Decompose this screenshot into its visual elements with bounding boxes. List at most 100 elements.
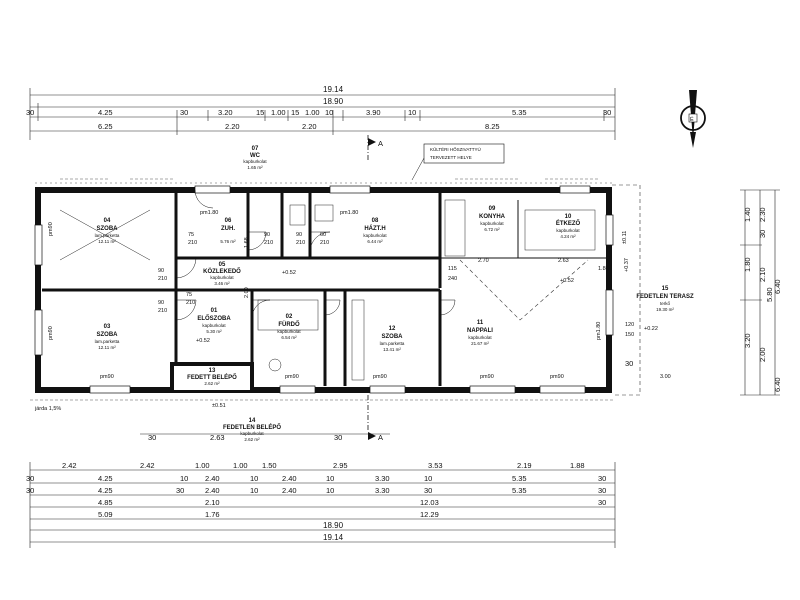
note-line-1: KÜLTÉRI HŐSZIVATTYÚ <box>430 146 481 152</box>
door-label: 75 <box>186 292 192 298</box>
dim-label: 10 <box>326 486 334 495</box>
dim-label: 4.25 <box>98 474 113 483</box>
dim-bottom-total: 19.14 <box>323 533 344 542</box>
dim-label: 2.40 <box>205 486 220 495</box>
dim-top-inner: 18.90 <box>323 97 344 106</box>
dim-label: 5.35 <box>512 108 527 117</box>
dim-label: 3.90 <box>366 108 381 117</box>
room-labels: 04 SZOBA lam.parketta 12.11 m² 03 SZOBA … <box>95 146 694 442</box>
dim-label: 30 <box>26 486 34 495</box>
room-number: 01 <box>211 308 218 314</box>
door-labels: 75 210 90 210 90 210 90 210 90 210 60 21… <box>158 232 671 380</box>
door-label: 90 <box>296 232 302 238</box>
dim-label: 6.40 <box>773 377 782 392</box>
dim-label: 5.80 <box>765 287 774 302</box>
dim-label: 30 <box>180 108 188 117</box>
room-floor: kapburkolat <box>480 221 504 226</box>
room-area: 2.62 m² <box>204 381 220 386</box>
room-number: 12 <box>389 326 396 332</box>
dim-label: 4.85 <box>98 498 113 507</box>
dim-label: 2.95 <box>333 461 348 470</box>
section-marker-top: A <box>367 135 383 160</box>
room-15: 15 FEDETLEN TERASZ terkő 19.30 m² <box>636 286 694 312</box>
dim-label: 1.00 <box>271 108 286 117</box>
window-labels: pm90 pm90 pm90 pm90 pm90 pm90 pm90 pm1.8… <box>48 210 602 380</box>
dim-label: 1.76 <box>205 510 220 519</box>
door-label: 210 <box>186 300 195 306</box>
room-name: NAPPALI <box>467 328 493 334</box>
window-label: pm1.80 <box>340 210 358 216</box>
room-area: 5.76 m² <box>220 239 236 244</box>
room-floor: lam.parketta <box>380 341 405 346</box>
dim-label: 10 <box>250 486 258 495</box>
door-label: 240 <box>448 276 457 282</box>
room-area: 6.44 m² <box>367 239 383 244</box>
room-area: 12.11 m² <box>98 345 116 350</box>
room-08: 08 HÁZT.H kapburkolat 6.44 m² <box>363 218 387 244</box>
section-label: A <box>378 139 383 148</box>
door-label: 90 <box>264 232 270 238</box>
room-name: ÉTKEZŐ <box>556 219 581 227</box>
room-area: 2.62 m² <box>244 437 260 442</box>
dim-label: 2.10 <box>205 498 220 507</box>
level-label: +0.52 <box>196 338 210 344</box>
dim-label: 4.25 <box>98 486 113 495</box>
dim-label: 2.30 <box>758 207 767 222</box>
dim-label: 2.40 <box>282 474 297 483</box>
dim-label: 2.10 <box>758 267 767 282</box>
door-label: 150 <box>625 332 634 338</box>
window-label: pm90 <box>285 374 299 380</box>
room-07: 07 WC kapburkolat 1.65 m² <box>243 146 267 170</box>
dim-label: 30 <box>625 359 633 368</box>
door-label: 210 <box>158 276 167 282</box>
dim-label: 4.25 <box>98 108 113 117</box>
room-number: 14 <box>249 418 256 424</box>
door-label: 2.00 <box>244 287 250 298</box>
top-dimension-chain <box>29 88 616 140</box>
room-name: SZOBA <box>382 334 404 340</box>
dim-top-row1: 30 4.25 30 3.20 15 1.00 15 1.00 10 3.90 … <box>26 108 611 117</box>
level-markers: ±0.11 +0.52 +0.52 +0.52 +0.22 ±0.51 +0.3… <box>196 231 658 409</box>
dim-label: 30 <box>26 474 34 483</box>
lower-local-dims: 30 2.63 30 30 <box>140 359 633 442</box>
level-label: ±0.51 <box>212 403 226 409</box>
dim-label: 3.30 <box>375 486 390 495</box>
room-13: 13 FEDETT BELÉPŐ 2.62 m² <box>187 368 237 386</box>
heat-pump-note: KÜLTÉRI HŐSZIVATTYÚ TERVEZETT HELYE <box>411 143 505 181</box>
room-area: 5.30 m² <box>206 329 222 334</box>
door-label: 210 <box>158 308 167 314</box>
terrace-outline <box>459 184 641 396</box>
dim-label: 10 <box>408 108 416 117</box>
door-label: 3.00 <box>660 374 671 380</box>
door-label: 120 <box>625 322 634 328</box>
door-label: 90 <box>158 268 164 274</box>
room-name: ZUH. <box>221 226 235 232</box>
dim-label: 10 <box>326 474 334 483</box>
window-label: pm90 <box>100 374 114 380</box>
dim-label: 3.20 <box>743 333 752 348</box>
dim-label: 2.40 <box>205 474 220 483</box>
dim-bottom-row4: 4.85 2.10 12.03 30 <box>98 498 606 507</box>
door-label: 210 <box>296 240 305 246</box>
room-name: SZOBA <box>97 226 119 232</box>
dim-label: 10 <box>250 474 258 483</box>
dim-label: 3.20 <box>218 108 233 117</box>
room-area: 1.65 m² <box>247 165 263 170</box>
room-name: FEDETT BELÉPŐ <box>187 373 237 381</box>
dim-label: 30 <box>598 474 606 483</box>
room-number: 07 <box>252 146 259 152</box>
room-number: 09 <box>489 206 496 212</box>
dim-label: 1.00 <box>195 461 210 470</box>
dim-label: 5.35 <box>512 486 527 495</box>
door-label: 210 <box>188 240 197 246</box>
sidewalk: járda 1,5% <box>30 399 615 412</box>
room-area: 6.72 m² <box>484 227 500 232</box>
dim-label: 2.19 <box>517 461 532 470</box>
dim-label: 30 <box>758 230 767 238</box>
dim-label: 2.20 <box>225 122 240 131</box>
dim-label: 5.09 <box>98 510 113 519</box>
room-number: 06 <box>225 218 232 224</box>
window-label: pm90 <box>550 374 564 380</box>
dim-label: 3.53 <box>428 461 443 470</box>
door-label: 1.68 <box>244 237 250 248</box>
